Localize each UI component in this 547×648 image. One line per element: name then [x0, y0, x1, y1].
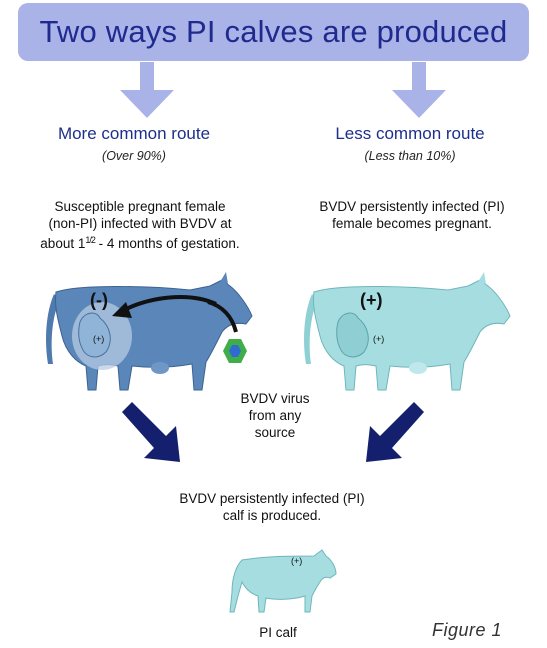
left-down-arrow	[112, 62, 182, 120]
result-line: calf is produced.	[134, 507, 410, 524]
left-route-description: Susceptible pregnant female (non-PI) inf…	[4, 198, 276, 252]
virus-source-line: source	[220, 424, 330, 441]
left-description-line: about 11/2 - 4 months of gestation.	[4, 232, 276, 252]
calf-label: PI calf	[222, 624, 334, 641]
result-line: BVDV persistently infected (PI)	[134, 490, 410, 507]
gestation-suffix: - 4 months of gestation.	[95, 236, 240, 251]
figure-label: Figure 1	[432, 620, 502, 641]
right-description-line: BVDV persistently infected (PI)	[286, 198, 538, 215]
left-diagonal-arrow	[118, 398, 190, 466]
virus-source-line: BVDV virus	[220, 390, 330, 407]
right-route-subtitle: (Less than 10%)	[310, 149, 510, 163]
left-description-line: Susceptible pregnant female	[4, 198, 276, 215]
minus-symbol: (-)	[90, 290, 108, 311]
pi-calf	[226, 548, 338, 614]
right-route-description: BVDV persistently infected (PI) female b…	[286, 198, 538, 232]
plus-symbol-large: (+)	[360, 290, 383, 311]
calf-plus-symbol: (+)	[291, 556, 302, 566]
plus-symbol-small: (+)	[93, 334, 104, 344]
right-description-line: female becomes pregnant.	[286, 215, 538, 232]
left-description-line: (non-PI) infected with BVDV at	[4, 215, 276, 232]
virus-source-label: BVDV virus from any source	[220, 390, 330, 441]
left-route-title: More common route	[36, 124, 232, 144]
right-down-arrow	[384, 62, 454, 120]
right-route-title: Less common route	[310, 124, 510, 144]
pi-pregnant-cow	[298, 272, 514, 394]
infected-pregnant-cow	[40, 272, 255, 394]
title-banner: Two ways PI calves are produced	[18, 3, 529, 61]
fraction: 1/2	[85, 235, 95, 245]
gestation-prefix: about 1	[40, 236, 85, 251]
left-route-subtitle: (Over 90%)	[36, 149, 232, 163]
virus-icon	[222, 338, 248, 364]
page-title: Two ways PI calves are produced	[40, 14, 508, 50]
result-caption: BVDV persistently infected (PI) calf is …	[134, 490, 410, 524]
virus-source-line: from any	[220, 407, 330, 424]
plus-symbol-small: (+)	[373, 334, 384, 344]
right-diagonal-arrow	[356, 398, 428, 466]
